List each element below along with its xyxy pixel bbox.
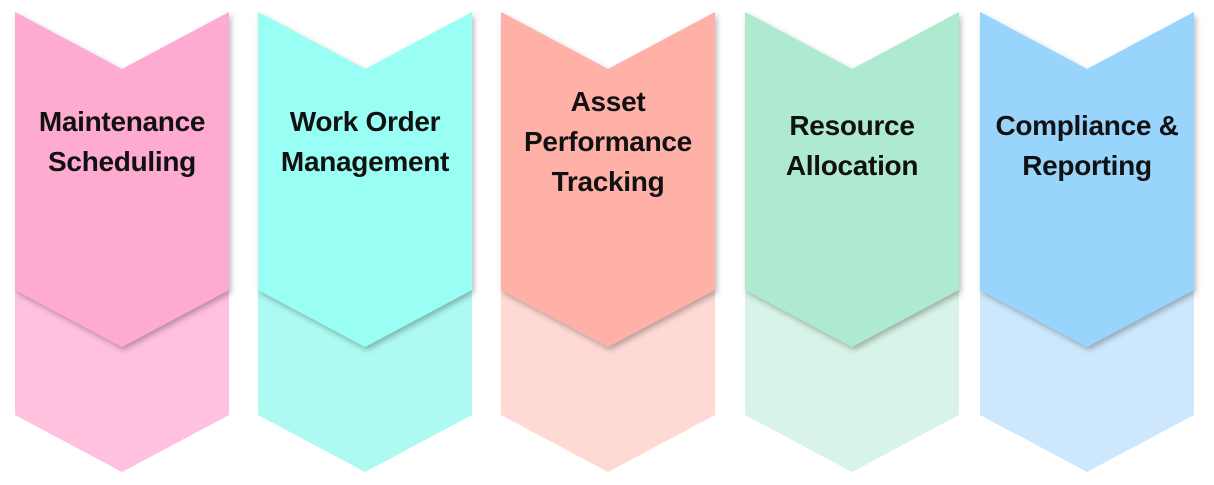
step-4-chevron: Resource Allocation xyxy=(745,0,959,485)
step-3-shadow-chevron xyxy=(501,290,715,472)
step-5-label-line-1: Compliance & xyxy=(995,110,1179,141)
step-5-shape xyxy=(980,12,1194,472)
step-1-shape xyxy=(15,12,229,472)
step-1-label: Maintenance Scheduling xyxy=(25,102,219,182)
step-3-label-line-1: Asset xyxy=(570,86,646,117)
step-3-chevron: Asset Performance Tracking xyxy=(501,0,715,485)
step-1-shadow-chevron xyxy=(15,290,229,472)
step-3-label-line-3: Tracking xyxy=(551,166,665,197)
step-2-shape xyxy=(258,12,472,472)
step-3-shape xyxy=(501,12,715,472)
step-2-label: Work Order Management xyxy=(268,102,462,182)
step-5-main-chevron xyxy=(980,12,1194,347)
step-1-main-chevron xyxy=(15,12,229,347)
step-1-label-line-2: Scheduling xyxy=(48,146,196,177)
step-4-shadow-chevron xyxy=(745,290,959,472)
step-5-chevron: Compliance & Reporting xyxy=(980,0,1194,485)
step-4-label-line-2: Allocation xyxy=(785,150,919,181)
step-3-label-line-2: Performance xyxy=(524,126,692,157)
step-2-main-chevron xyxy=(258,12,472,347)
step-3-main-chevron xyxy=(501,12,715,347)
step-2-label-line-2: Management xyxy=(280,146,450,177)
step-2-chevron: Work Order Management xyxy=(258,0,472,485)
step-2-shadow-chevron xyxy=(258,290,472,472)
step-4-label-line-1: Resource xyxy=(789,110,915,141)
step-2-label-line-1: Work Order xyxy=(289,106,441,137)
step-4-shape xyxy=(745,12,959,472)
step-5-label-line-2: Reporting xyxy=(1022,150,1152,181)
step-4-main-chevron xyxy=(745,12,959,347)
step-4-label: Resource Allocation xyxy=(755,106,949,186)
step-1-chevron: Maintenance Scheduling xyxy=(15,0,229,485)
step-5-label: Compliance & Reporting xyxy=(990,106,1184,186)
step-3-label: Asset Performance Tracking xyxy=(511,82,705,202)
step-5-shadow-chevron xyxy=(980,290,1194,472)
step-1-label-line-1: Maintenance xyxy=(38,106,206,137)
